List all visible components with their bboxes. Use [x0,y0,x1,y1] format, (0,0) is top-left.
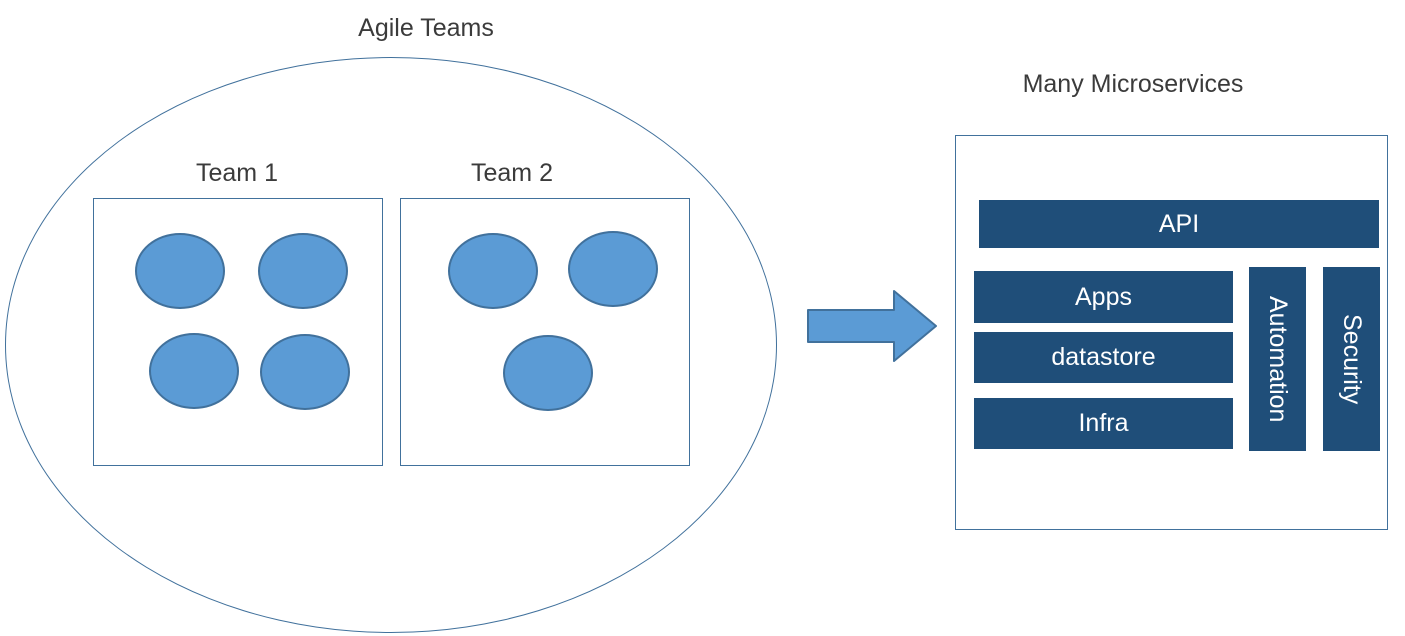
team-member-circle [149,333,239,409]
team-member-circle [260,334,350,410]
team-2-label: Team 2 [471,159,553,187]
microservices-box: API Apps datastore Infra Automation Secu… [955,135,1388,530]
automation-bar: Automation [1249,267,1306,451]
agile-teams-title: Agile Teams [358,14,494,42]
agile-teams-ellipse [5,57,777,633]
infra-bar: Infra [974,398,1233,449]
arrow-right-icon [806,288,940,364]
api-bar: API [979,200,1379,248]
team-member-circle [568,231,658,307]
team-member-circle [258,233,348,309]
security-bar: Security [1323,267,1380,451]
many-microservices-title: Many Microservices [1022,70,1244,98]
team-member-circle [135,233,225,309]
team-1-box [93,198,383,466]
team-1-label: Team 1 [196,159,278,187]
team-member-circle [448,233,538,309]
team-member-circle [503,335,593,411]
datastore-bar: datastore [974,332,1233,383]
apps-bar: Apps [974,271,1233,323]
team-2-box [400,198,690,466]
